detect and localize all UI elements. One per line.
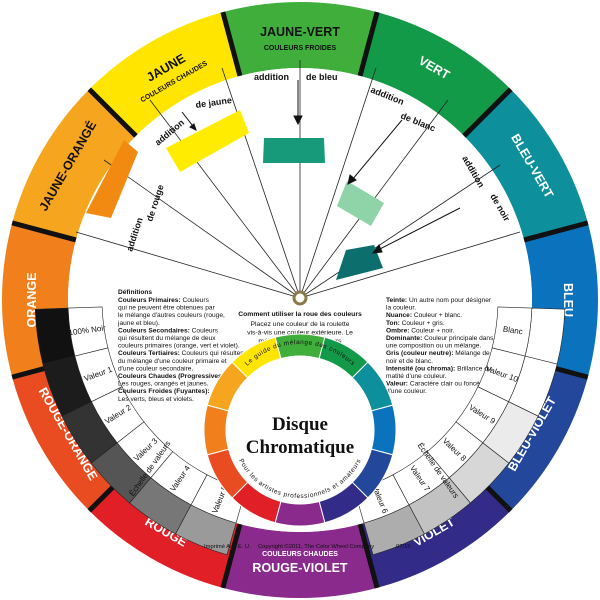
definition-line: une composition ou un mélange. [386,343,481,350]
instructions-title: Comment utiliser la roue des couleurs [238,311,362,318]
definition-line: noir et de blanc. [386,358,433,365]
definition-line: Couleurs Tertiaires: Couleurs qui résult… [118,350,246,357]
sector-rouge-violet [222,524,378,598]
definition-line: matité d'une couleur. [386,373,447,380]
inner-segment [370,404,397,456]
value-cell [150,451,208,506]
sector-label-jaune-vert: JAUNE-VERT [260,25,340,39]
sector-separator [523,220,589,243]
instruction-line: vis-à-vis une couleur extérieure. Le [247,330,353,337]
definition-line: Ton: Couleur + gris. [386,320,445,327]
window-teal [336,245,383,280]
window-pale-green [337,181,384,226]
footer-copyright: Copyright ©2011, The Color Wheel Company [258,543,374,550]
sector-jaune [89,12,240,136]
sector-separator [357,523,380,589]
sector-bleu-vert [464,89,588,240]
sector-separator [357,11,380,77]
arrows [181,80,461,254]
definition-line: le mélange d'autres couleurs (rouge, [118,312,225,319]
sector-sublabel-rouge-violet: COULEURS CHAUDES [262,551,338,558]
definition-line: Couleurs Primaires: Couleurs [118,297,210,304]
center-pivot [292,290,308,306]
definition-line: la couleur. [386,305,416,312]
value-cell [67,306,109,357]
value-label: Blanc [502,325,523,337]
definition-line: du mélange d'une couleur primaire et [118,358,227,365]
addition-bleu-label: addition [254,72,289,82]
inner-center [238,368,362,492]
definition-line: qui résultent du mélange de deux [118,335,216,342]
sector-label-bleu: BLEU [561,283,575,317]
sector-separator [11,220,77,243]
sector-sublabel-jaune-vert: COULEURS FROIDES [264,45,337,52]
definition-line: Gris (couleur neutre): Mélange de [386,350,490,357]
instruction-line: Placez une couleur de la roulette [251,321,350,328]
sector-separator [220,11,243,77]
window-orange [86,140,138,218]
definition-line: d'une couleur. [386,388,427,395]
window-yellow [166,110,249,172]
value-cell [74,347,123,403]
definition-line: Teinte: Un autre nom pour désigner [386,297,492,304]
definition-line: d'une couleur secondaire. [118,365,193,372]
title-chromatique: Chromatique [246,437,354,458]
sector-jaune-orange [12,89,136,240]
value-cell [91,386,145,444]
definitions-title: Définitions [118,289,152,296]
footer-code: 07/15 [396,544,411,550]
window-green [263,138,325,163]
definition-line: Intensité (ou chroma): Brillance ou [386,365,492,372]
definition-line: qui ne peuvent être obtenues par [118,305,216,312]
definition-line: jaune et bleu). [117,320,160,327]
inner-color-wheel [203,333,397,527]
addition-bleu-sub: de bleu [306,72,338,82]
sector-jaune-vert [222,1,378,76]
definition-line: Les verts, bleus et violets. [118,396,194,403]
definition-line: Nuance: Couleur + blanc. [386,312,462,319]
pointer-lines [75,60,521,299]
definition-line: Couleurs Chaudes (Progressives): [118,373,226,380]
sector-label-rouge-violet: ROUGE-VIOLET [252,561,348,575]
definition-line: Valeur: Caractère clair ou foncé [386,381,480,388]
footer-made: Imprimé Aux E. U. [204,544,251,550]
definition-line: Les rouges, orangés et jaunes. [118,381,209,388]
value-cell [116,421,174,479]
definition-line: couleurs primaires (orange, vert et viol… [118,343,240,350]
sector-separator [87,87,138,138]
inner-segment [203,404,230,456]
sector-vert [360,12,511,136]
definition-line: Ombre: Couleur + noir. [386,327,455,334]
sector-separator [462,87,513,138]
title-disque: Disque [272,414,328,435]
sector-separator [220,523,243,589]
inner-segment [274,500,326,527]
definition-line: Dominante: Couleur principale dans [386,335,494,342]
definition-line: Couleurs Secondaires: Couleurs [118,327,219,334]
definition-line: Couleurs Froides (Fuyantes): [118,388,210,395]
inner-segment [231,336,282,379]
